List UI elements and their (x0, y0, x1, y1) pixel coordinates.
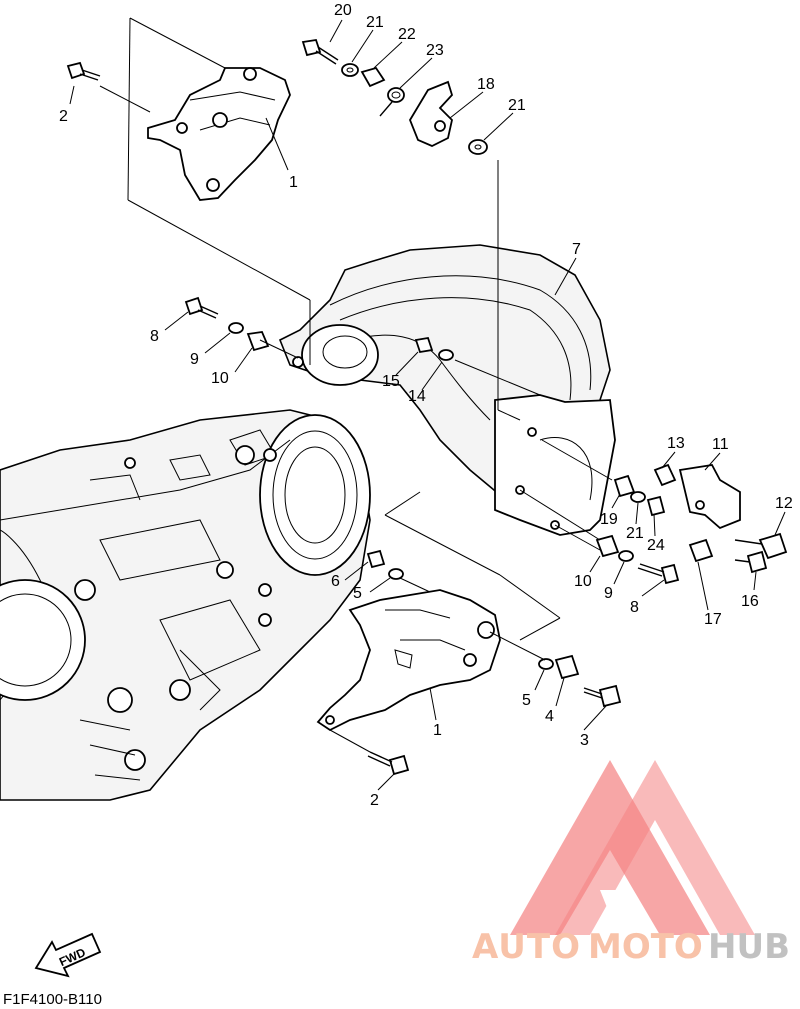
callout-8-right: 8 (630, 599, 639, 616)
callout-21-right: 21 (626, 525, 644, 542)
callout-11: 11 (712, 436, 729, 453)
left-hardware-set (184, 296, 454, 361)
logo-triangle-icon (510, 760, 710, 935)
callout-14: 14 (408, 388, 426, 405)
lower-hardware-set (366, 549, 622, 776)
drawing-code: F1F4100-B110 (3, 991, 102, 1008)
callout-5-lower: 5 (522, 692, 531, 709)
exhaust-pipe (278, 244, 616, 536)
callout-2-lower: 2 (370, 792, 379, 809)
callout-18: 18 (477, 76, 495, 93)
callout-19: 19 (600, 511, 618, 528)
bolt-2-upper (66, 61, 101, 81)
watermark-text-moto: MOTO (588, 927, 703, 967)
right-hardware-set (595, 463, 788, 585)
fwd-arrow: FWD (34, 932, 102, 978)
callout-13: 13 (667, 435, 685, 452)
watermark-text-hub: HUB (708, 927, 790, 967)
watermark-logo: AUTO MOTO HUB (472, 760, 790, 967)
callout-5-upper: 5 (353, 585, 362, 602)
upper-mount-bracket (147, 67, 291, 201)
engine-block (0, 409, 371, 801)
callout-10-right: 10 (574, 573, 592, 590)
guide-lines (99, 17, 613, 753)
callout-12: 12 (775, 495, 793, 512)
callout-17: 17 (704, 611, 722, 628)
callout-labels: 1 2 20 21 22 23 18 21 7 8 9 10 15 14 13 … (59, 2, 793, 809)
watermark-text-auto: AUTO (472, 927, 581, 967)
callout-7: 7 (572, 241, 581, 258)
callout-23: 23 (426, 42, 444, 59)
callout-6: 6 (331, 573, 340, 590)
callout-10-left: 10 (211, 370, 229, 387)
callout-9-right: 9 (604, 585, 613, 602)
callout-2-upper: 2 (59, 108, 68, 125)
callout-20: 20 (334, 2, 352, 19)
callout-3: 3 (580, 732, 589, 749)
top-hardware-set (301, 38, 488, 155)
lower-mount-bracket (316, 589, 501, 732)
callout-1-upper: 1 (289, 174, 298, 191)
callout-4: 4 (545, 708, 554, 725)
callout-8-left: 8 (150, 328, 159, 345)
callout-16: 16 (741, 593, 759, 610)
callout-leaders (69, 19, 786, 791)
callout-9-left: 9 (190, 351, 199, 368)
callout-21-top: 21 (366, 14, 384, 31)
callout-24: 24 (647, 537, 665, 554)
callout-21-mid: 21 (508, 97, 526, 114)
callout-1-lower: 1 (433, 722, 442, 739)
callout-22: 22 (398, 26, 416, 43)
callout-15: 15 (382, 373, 400, 390)
